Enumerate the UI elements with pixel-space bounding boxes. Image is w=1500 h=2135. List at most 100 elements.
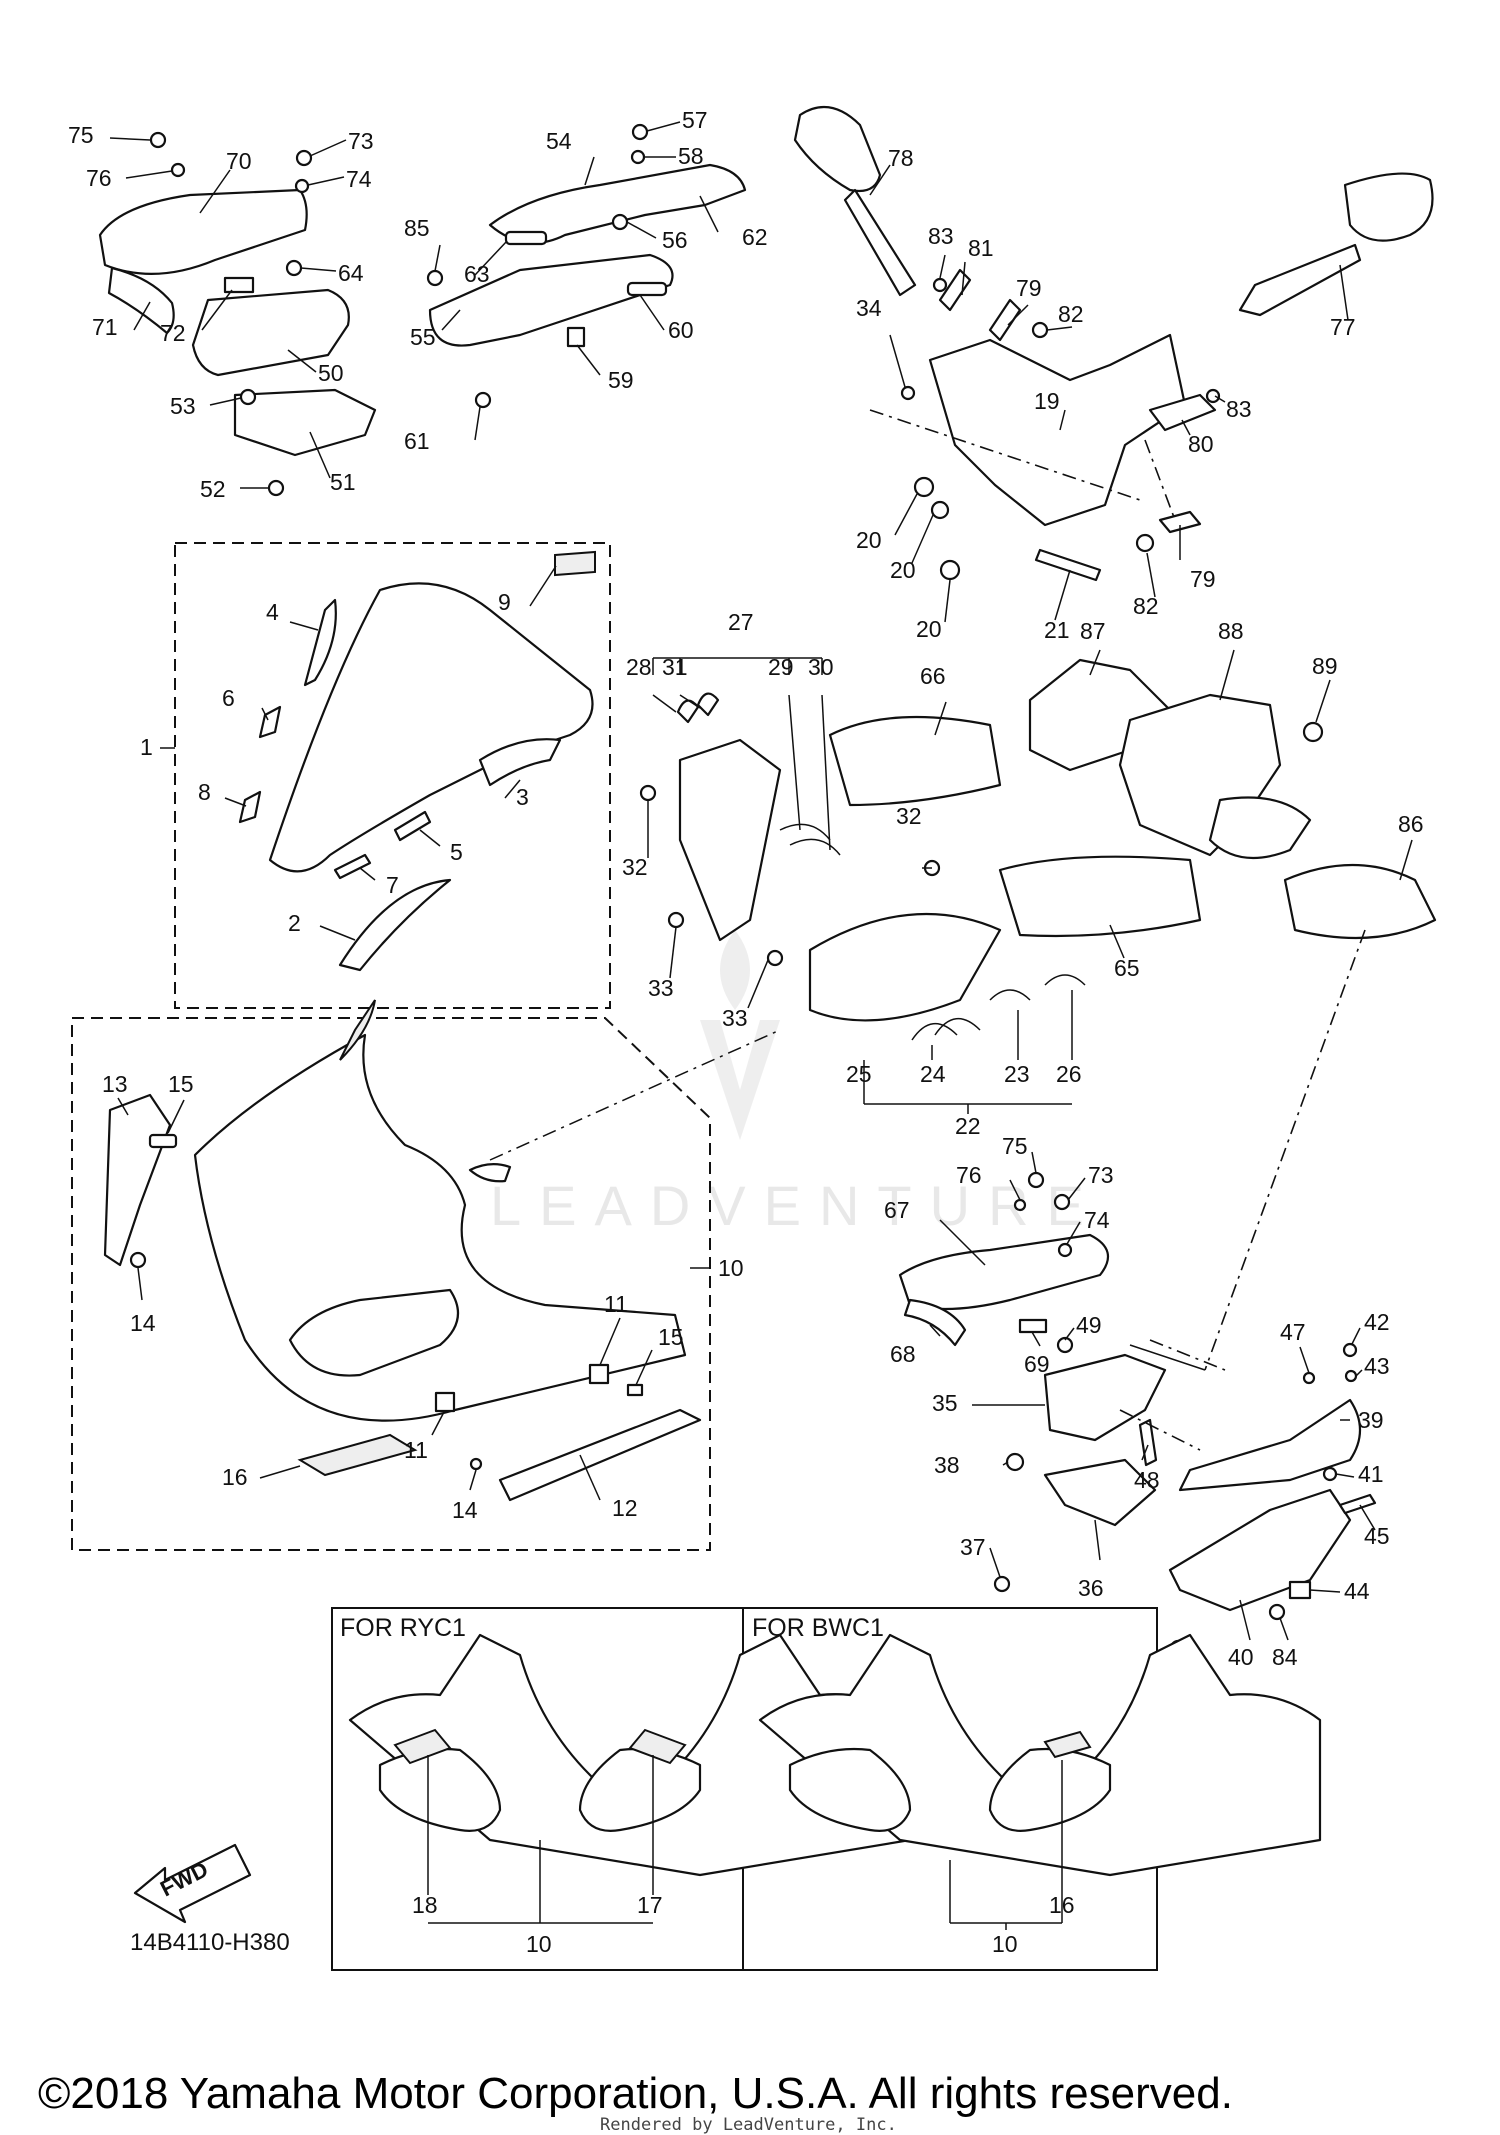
part-60-pad [626, 281, 668, 297]
callout-6: 6 [222, 685, 235, 711]
callout-79b: 79 [1190, 566, 1216, 592]
part-33-screw-a [667, 911, 685, 929]
callout-73: 73 [348, 128, 374, 154]
part-2-cover [338, 878, 452, 972]
part-65-duct [998, 855, 1202, 938]
callout-16a: 16 [222, 1464, 248, 1490]
callout-36: 36 [1078, 1575, 1104, 1601]
watermark-text: LEADVENTURE [490, 1174, 1102, 1237]
ryc1-cowling: 18 17 10 [348, 1633, 912, 1957]
part-82-nut-a [1031, 321, 1049, 339]
callout-5: 5 [450, 839, 463, 865]
callout-65: 65 [1114, 955, 1140, 981]
part-79-plate-a [988, 298, 1022, 342]
callout-15b: 15 [658, 1324, 684, 1350]
callout-85: 85 [404, 215, 430, 241]
part-78-mirror-left [793, 105, 882, 193]
callout-61: 61 [404, 428, 430, 454]
part-78-mirror-stem [843, 188, 917, 297]
callout-53: 53 [170, 393, 196, 419]
callout-76b: 76 [956, 1162, 982, 1188]
cowling-group-box [71, 1017, 711, 1551]
part-44-clip [1288, 1580, 1312, 1600]
part-83-grommet-b [1205, 388, 1221, 404]
diagram-code: 14B4110-H380 [130, 1929, 290, 1956]
callout-88: 88 [1218, 618, 1244, 644]
callout-76: 76 [86, 165, 112, 191]
windshield-group: 1 4 6 8 9 3 5 7 2 [140, 542, 611, 1009]
lower-inner-panel-assembly: 75 76 73 74 67 68 69 49 35 38 37 36 48 4… [884, 1133, 1390, 1705]
callout-70: 70 [226, 148, 252, 174]
part-5-pad [393, 810, 432, 842]
part-11-clip-a [588, 1363, 610, 1385]
part-67-inner-panel [898, 1233, 1110, 1311]
callout-23: 23 [1004, 1061, 1030, 1087]
part-74-washer [294, 178, 310, 194]
callout-3: 3 [516, 784, 529, 810]
bwc1-left-duct [788, 1747, 912, 1832]
part-74-washer-b [1057, 1242, 1073, 1258]
callout-66: 66 [920, 663, 946, 689]
callout-28: 28 [626, 654, 652, 680]
part-48-pad [1138, 1418, 1158, 1467]
part-37-screw [993, 1575, 1011, 1593]
callout-35: 35 [932, 1390, 958, 1416]
part-33-screw-b [766, 949, 784, 967]
part-36-bracket [1043, 1458, 1157, 1527]
callout-32b: 32 [896, 803, 922, 829]
part-70-inner-panel [98, 188, 308, 275]
part-32-screw-a [639, 784, 657, 802]
cowling-variants-box: FOR RYC1 FOR BWC1 18 17 10 [331, 1607, 1322, 1971]
callout-1: 1 [140, 734, 153, 760]
air-duct-assembly: 27 28 31 29 30 32 32 33 33 66 65 25 24 2… [489, 609, 1202, 1161]
callout-9: 9 [498, 589, 511, 615]
callout-31: 31 [662, 654, 688, 680]
callout-56: 56 [662, 227, 688, 253]
part-80-plate [1148, 393, 1217, 432]
part-50-duct [191, 288, 350, 377]
part-43-washer [1344, 1369, 1358, 1383]
callout-87: 87 [1080, 618, 1106, 644]
callout-10a: 10 [718, 1255, 744, 1281]
callout-81: 81 [968, 235, 994, 261]
callout-58: 58 [678, 143, 704, 169]
callout-78: 78 [888, 145, 914, 171]
callout-39: 39 [1358, 1407, 1384, 1433]
callout-41: 41 [1358, 1461, 1384, 1487]
part-34-grommet [900, 385, 916, 401]
callout-34: 34 [856, 295, 882, 321]
callout-7: 7 [386, 872, 399, 898]
callout-84: 84 [1272, 1644, 1298, 1670]
part-76-washer [170, 162, 186, 178]
callout-43: 43 [1364, 1353, 1390, 1379]
part-53-nut [239, 388, 257, 406]
part-28-clip [676, 699, 700, 724]
callout-17: 17 [637, 1892, 663, 1918]
callout-77: 77 [1330, 314, 1356, 340]
part-82-nut-b [1135, 533, 1155, 553]
part-86-funnel [1283, 863, 1437, 940]
part-52-screw [267, 479, 285, 497]
cowling-vent [468, 1163, 512, 1183]
bwc1-label: FOR BWC1 [752, 1614, 884, 1642]
intake-duct-assembly: 87 88 89 86 [1028, 618, 1437, 1371]
callout-2: 2 [288, 910, 301, 936]
part-15-clip-a [148, 1133, 178, 1149]
part-69-pad [1018, 1318, 1048, 1334]
part-15-clip-b [626, 1383, 644, 1397]
part-16-emblem-b [1043, 1730, 1092, 1759]
part-77-mirror-stem [1238, 243, 1362, 317]
part-17-emblem [628, 1728, 687, 1765]
part-68-trim [903, 1298, 967, 1347]
callout-64: 64 [338, 260, 364, 286]
callout-67: 67 [884, 1197, 910, 1223]
callout-18: 18 [412, 1892, 438, 1918]
part-79-plate-b [1158, 510, 1202, 534]
part-59-clip [566, 326, 586, 348]
part-76-washer-b [1013, 1198, 1027, 1212]
front-cowling-group: 13 15 14 11 15 11 14 12 16 10 [71, 999, 744, 1551]
leadventure-watermark: LEADVENTURE [490, 930, 1102, 1237]
callout-50: 50 [318, 360, 344, 386]
callout-19: 19 [1034, 388, 1060, 414]
callout-33a: 33 [648, 975, 674, 1001]
